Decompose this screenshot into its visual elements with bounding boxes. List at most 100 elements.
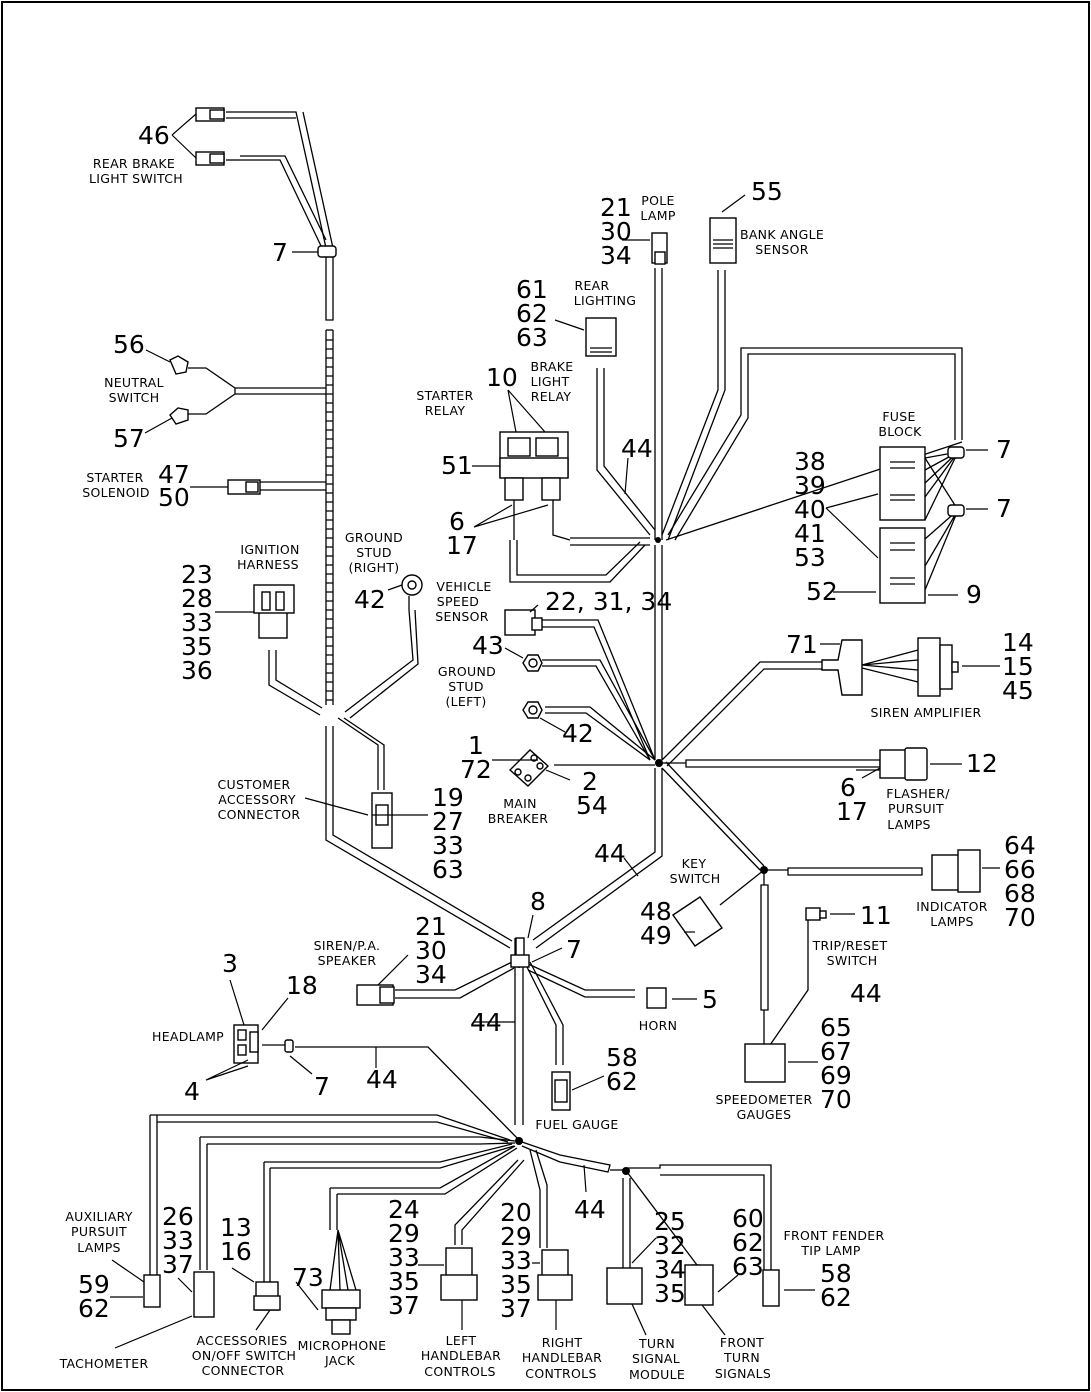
callout-43: 43: [472, 631, 504, 660]
key-switch-part: [672, 896, 723, 947]
label-fuel-gauge: FUEL GAUGE: [535, 1117, 618, 1132]
callout-69: 69: [820, 1061, 852, 1090]
callout-6b: 6: [840, 773, 856, 802]
callout-44c: 44: [850, 979, 882, 1008]
callout-15: 15: [1002, 652, 1034, 681]
callout-39: 39: [794, 471, 826, 500]
callout-18: 18: [286, 971, 318, 1000]
callout-73: 73: [292, 1263, 324, 1292]
callout-34a: 34: [600, 241, 632, 270]
label-speedometer-2: GAUGES: [737, 1107, 792, 1122]
label-accessories-switch-2: ON/OFF SWITCH: [192, 1348, 297, 1363]
callout-21b: 21: [415, 912, 447, 941]
label-flasher-pursuit-3: LAMPS: [887, 817, 931, 832]
callout-63c: 63: [732, 1252, 764, 1281]
callout-10: 10: [486, 363, 518, 392]
callout-35a: 35: [181, 632, 213, 661]
label-fuse-block-1: FUSE: [882, 409, 915, 424]
callout-42b: 42: [562, 719, 594, 748]
callout-61: 61: [516, 275, 548, 304]
fuse-block-part: [879, 446, 965, 604]
label-ground-stud-right-1: GROUND: [345, 530, 403, 545]
callout-62a: 62: [516, 299, 548, 328]
label-vehicle-speed-sensor-1: VEHICLE: [436, 579, 491, 594]
label-customer-accessory-1: CUSTOMER: [217, 777, 290, 792]
label-left-handlebar-2: HANDLEBAR: [421, 1348, 501, 1363]
callout-33c: 33: [162, 1226, 194, 1255]
label-microphone-jack-2: JACK: [324, 1353, 355, 1368]
callout-71: 71: [786, 630, 818, 659]
callout-58a: 58: [606, 1043, 638, 1072]
callout-7e: 7: [314, 1072, 330, 1101]
vehicle-speed-sensor-part: [504, 609, 536, 636]
callout-7a: 7: [272, 238, 288, 267]
label-right-handlebar-3: CONTROLS: [525, 1366, 596, 1381]
callout-62e: 62: [820, 1283, 852, 1312]
callout-42a: 42: [354, 585, 386, 614]
inline-connector-7a: [317, 245, 337, 258]
label-ground-stud-left-2: STUD: [448, 679, 484, 694]
label-siren-speaker-2: SPEAKER: [318, 953, 377, 968]
callout-24: 24: [388, 1195, 420, 1224]
label-aux-pursuit-2: PURSUIT: [71, 1224, 127, 1239]
label-microphone-jack-1: MICROPHONE: [298, 1338, 387, 1353]
label-flasher-pursuit-1: FLASHER/: [886, 786, 950, 801]
label-accessories-switch-3: CONNECTOR: [202, 1363, 285, 1378]
callout-11: 11: [860, 901, 892, 930]
callout-16: 16: [220, 1237, 252, 1266]
label-ground-stud-right-2: STUD: [356, 545, 392, 560]
callout-62d: 62: [78, 1294, 110, 1323]
callout-68: 68: [1004, 879, 1036, 908]
callout-30a: 30: [600, 217, 632, 246]
component-labels: REAR BRAKE LIGHT SWITCH NEUTRAL SWITCH S…: [59, 156, 988, 1382]
callout-28: 28: [181, 584, 213, 613]
horn-part: [646, 987, 667, 1009]
label-left-handlebar-3: CONTROLS: [424, 1364, 495, 1379]
callout-35b: 35: [388, 1267, 420, 1296]
front-turn-signals-part: [684, 1264, 714, 1306]
label-main-breaker-1: MAIN: [503, 796, 537, 811]
label-neutral-switch-1: NEUTRAL: [104, 375, 164, 390]
callout-7d: 7: [566, 935, 582, 964]
callout-14: 14: [1002, 628, 1034, 657]
label-brake-light-relay-1: BRAKE: [531, 359, 574, 374]
callout-23: 23: [181, 560, 213, 589]
callout-13: 13: [220, 1213, 252, 1242]
callout-34c: 34: [654, 1255, 686, 1284]
callout-35d: 35: [654, 1279, 686, 1308]
callout-36: 36: [181, 656, 213, 685]
label-key-switch-2: SWITCH: [670, 871, 721, 886]
callout-48: 48: [640, 897, 672, 926]
callout-72: 72: [460, 755, 492, 784]
callout-22: 22, 31, 34: [545, 587, 672, 616]
callout-44-headlamp: 44: [366, 1065, 398, 1094]
callout-47: 47: [158, 460, 190, 489]
callout-32: 32: [654, 1231, 686, 1260]
label-rear-lighting-2: LIGHTING: [574, 293, 637, 308]
callout-17a: 17: [446, 531, 478, 560]
relays-part: [499, 431, 569, 501]
rear-lighting-part: [585, 317, 617, 357]
label-ground-stud-left-3: (LEFT): [445, 694, 486, 709]
callout-12: 12: [966, 749, 998, 778]
callout-17b: 17: [836, 797, 868, 826]
label-headlamp: HEADLAMP: [152, 1029, 224, 1044]
label-accessories-switch-1: ACCESSORIES: [197, 1333, 288, 1348]
callout-37c: 37: [500, 1294, 532, 1323]
callout-57: 57: [113, 424, 145, 453]
callout-37a: 37: [162, 1250, 194, 1279]
callout-33a: 33: [181, 608, 213, 637]
turn-signal-module-part: [606, 1267, 643, 1305]
flasher-pursuit-lamps-part: [879, 749, 909, 779]
callout-29a: 29: [388, 1219, 420, 1248]
callout-9: 9: [966, 580, 982, 609]
callout-52: 52: [806, 577, 838, 606]
callout-66: 66: [1004, 855, 1036, 884]
callout-50: 50: [158, 483, 190, 512]
callout-62c: 62: [732, 1228, 764, 1257]
label-left-handlebar-1: LEFT: [446, 1333, 477, 1348]
callout-26: 26: [162, 1202, 194, 1231]
trip-reset-switch-part: [805, 907, 821, 921]
